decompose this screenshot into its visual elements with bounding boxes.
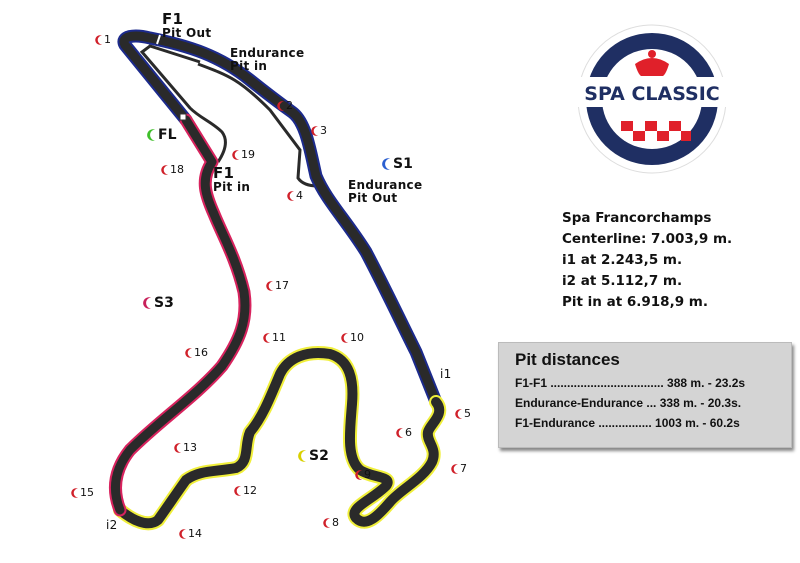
corner-number: 17 (275, 279, 289, 292)
corner-icon (95, 34, 102, 45)
pit-in-distance: Pit in at 6.918,9 m. (562, 294, 708, 310)
corner-icon (161, 164, 168, 175)
corner-number: 3 (320, 124, 327, 137)
sector-label: S2 (309, 448, 329, 464)
corner-icon (455, 408, 462, 419)
corner-marker: 16 (184, 346, 208, 359)
corner-number: 12 (243, 484, 257, 497)
sector-3-marker: S3 (141, 295, 174, 311)
corner-marker: 9 (354, 468, 371, 481)
track-name: Spa Francorchamps (562, 210, 712, 226)
corner-number: 13 (183, 441, 197, 454)
corner-icon (341, 332, 348, 343)
pit-distances-title: Pit distances (515, 350, 620, 369)
corner-icon (174, 442, 181, 453)
sector-icon (298, 450, 307, 462)
corner-number: 11 (272, 331, 286, 344)
corner-number: 7 (460, 462, 467, 475)
corner-marker: 4 (286, 189, 303, 202)
i2-label: i2 (106, 518, 118, 532)
corner-icon (266, 280, 273, 291)
corner-marker: 14 (178, 527, 202, 540)
corner-marker: 18 (160, 163, 184, 176)
corner-icon (71, 487, 78, 498)
pit-distance-row: F1-Endurance ................ 1003 m. - … (515, 416, 740, 430)
f1-pit-lane (139, 44, 227, 163)
i2-distance: i2 at 5.112,7 m. (562, 273, 683, 289)
corner-marker: 6 (395, 426, 412, 439)
spa-classic-logo: SPA CLASSIC (577, 24, 727, 174)
corner-marker: 12 (233, 484, 257, 497)
corner-icon (232, 149, 239, 160)
corner-number: 1 (104, 33, 111, 46)
corner-icon (234, 485, 241, 496)
corner-marker: 7 (450, 462, 467, 475)
track-info: Spa Francorchamps Centerline: 7.003,9 m.… (562, 208, 732, 313)
i1-label: i1 (440, 367, 452, 381)
centerline-length: Centerline: 7.003,9 m. (562, 231, 733, 247)
finish-line (179, 113, 187, 121)
sector-1-track (117, 29, 443, 409)
corner-icon (287, 190, 294, 201)
pit-distances-panel: Pit distances F1-F1 ....................… (498, 342, 792, 448)
corner-marker: 5 (454, 407, 471, 420)
corner-marker: 2 (276, 99, 293, 112)
sector-label: S1 (393, 156, 413, 172)
corner-icon (185, 347, 192, 358)
sector-label: S3 (154, 295, 174, 311)
i1-distance: i1 at 2.243,5 m. (562, 252, 683, 268)
corner-number: 10 (350, 331, 364, 344)
corner-number: 8 (332, 516, 339, 529)
corner-icon (179, 528, 186, 539)
corner-number: 9 (364, 468, 371, 481)
sector-1-marker: S1 (380, 156, 413, 172)
corner-marker: 10 (340, 331, 364, 344)
corner-marker: 13 (173, 441, 197, 454)
corner-number: 2 (286, 99, 293, 112)
finish-line-marker: FL (145, 127, 176, 143)
corner-marker: 1 (94, 33, 111, 46)
corner-marker: 17 (265, 279, 289, 292)
pit-distance-row: F1-F1 ..................................… (515, 376, 746, 390)
corner-marker: 8 (322, 516, 339, 529)
corner-number: 14 (188, 527, 202, 540)
corner-icon (355, 469, 362, 480)
corner-icon (323, 517, 330, 528)
sector-icon (143, 297, 152, 309)
sector-icon (382, 158, 391, 170)
corner-marker: 3 (310, 124, 327, 137)
corner-icon (263, 332, 270, 343)
corner-number: 15 (80, 486, 94, 499)
corner-number: 19 (241, 148, 255, 161)
pit-distance-row: Endurance-Endurance ... 338 m. - 20.3s. (515, 396, 742, 410)
corner-marker: 11 (262, 331, 286, 344)
corner-icon (451, 463, 458, 474)
corner-icon (396, 427, 403, 438)
endurance-pit-lane (197, 62, 319, 188)
sector-label: FL (158, 127, 177, 143)
corner-number: 5 (464, 407, 471, 420)
sector-2-marker: S2 (296, 448, 329, 464)
corner-number: 6 (405, 426, 412, 439)
sector-icon (147, 129, 156, 141)
corner-number: 18 (170, 163, 184, 176)
corner-marker: 15 (70, 486, 94, 499)
corner-icon (277, 100, 284, 111)
corner-marker: 19 (231, 148, 255, 161)
logo-text: SPA CLASSIC (584, 83, 719, 105)
corner-icon (311, 125, 318, 136)
corner-number: 16 (194, 346, 208, 359)
corner-number: 4 (296, 189, 303, 202)
